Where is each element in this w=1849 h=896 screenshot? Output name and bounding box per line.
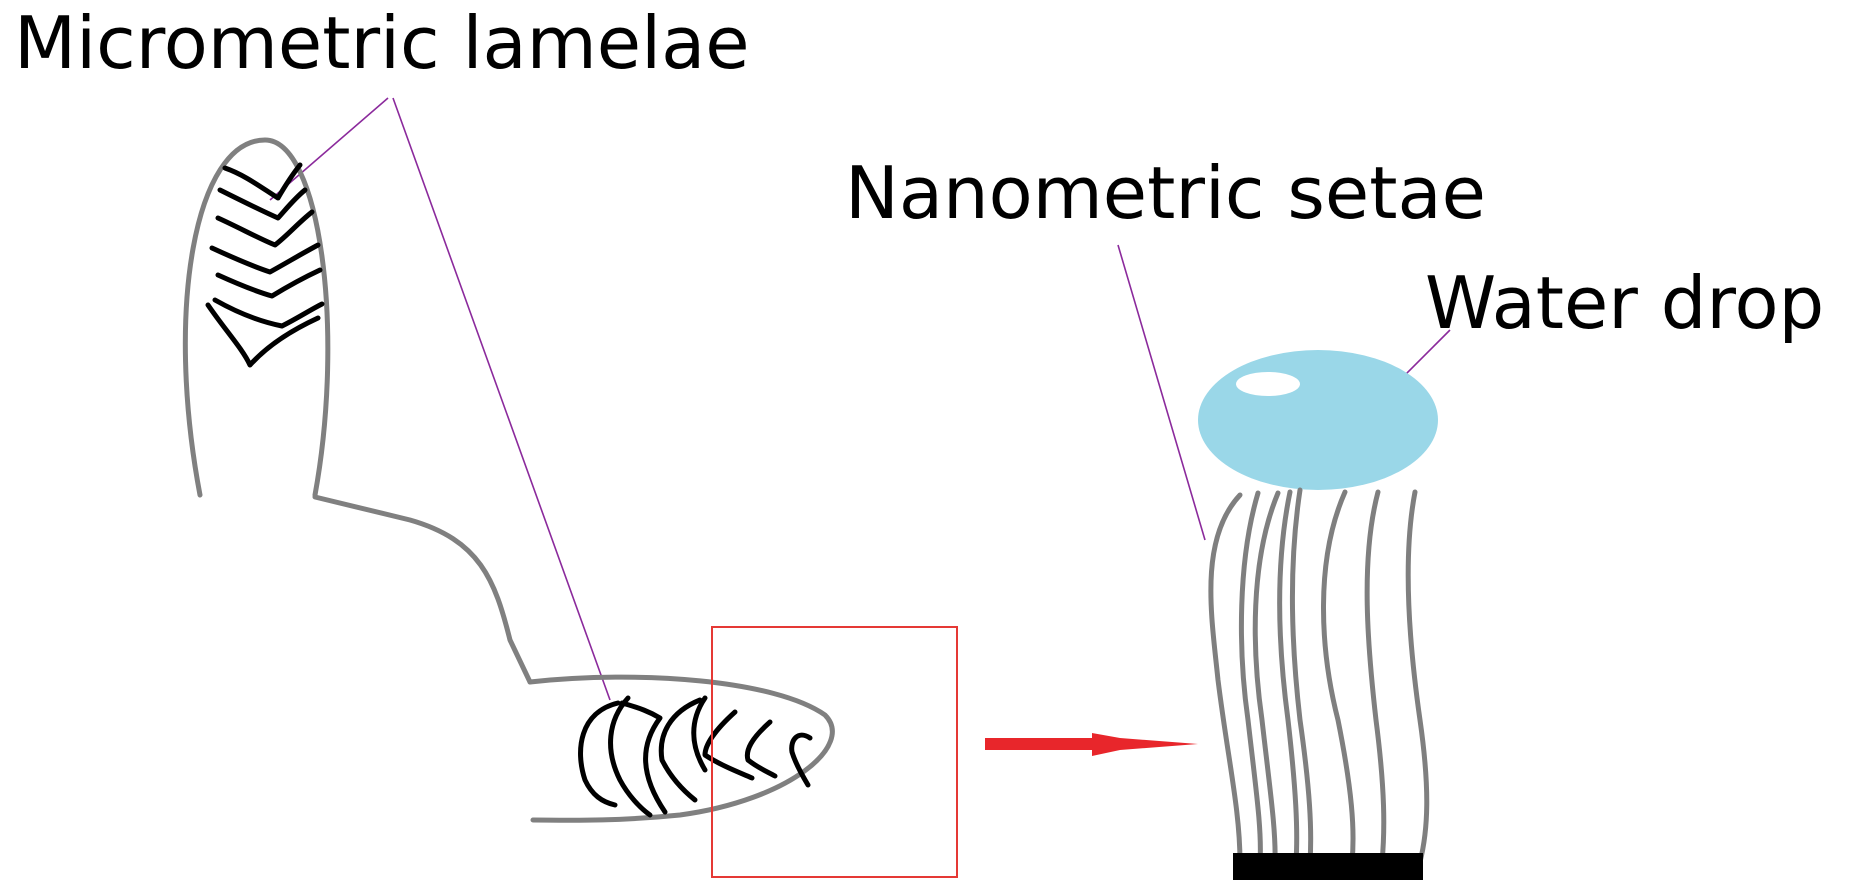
label-micrometric-lamelae: Micrometric lamelae xyxy=(14,1,750,85)
lower-lamella-5 xyxy=(691,695,708,773)
zoom-box xyxy=(711,626,958,878)
upper-lamella-4 xyxy=(209,242,321,275)
upper-lamella-1 xyxy=(222,162,303,201)
seta-4 xyxy=(1277,489,1300,865)
label-water-drop: Water drop xyxy=(1425,261,1824,345)
seta-7 xyxy=(1364,489,1387,865)
lower-lamella-2 xyxy=(608,695,653,818)
zoom-arrow xyxy=(985,733,1198,756)
substrate-bar xyxy=(1233,853,1423,880)
upper-toe-lamellae xyxy=(205,162,325,368)
water-drop xyxy=(1198,350,1438,490)
upper-lamella-7 xyxy=(205,302,321,368)
upper-lamella-5 xyxy=(215,267,323,299)
lower-lamella-1 xyxy=(578,700,621,808)
seta-1 xyxy=(1208,492,1243,865)
upper-toe-outline xyxy=(182,137,331,498)
upper-lamella-3 xyxy=(215,209,315,248)
arrow-head xyxy=(1092,733,1198,756)
lower-lamella-8 xyxy=(789,732,813,788)
seta-6 xyxy=(1321,489,1356,865)
gecko-foot-outline xyxy=(182,137,835,823)
arrow-shaft xyxy=(985,738,1095,750)
lower-lamella-6 xyxy=(702,709,755,781)
toe-connector-outline xyxy=(312,494,533,685)
water-drop-body xyxy=(1198,350,1438,490)
seta-8 xyxy=(1405,489,1430,865)
lower-toe-lamellae xyxy=(578,695,813,818)
lower-lamella-4 xyxy=(658,697,703,803)
upper-lamella-6 xyxy=(212,297,325,329)
lower-lamella-3 xyxy=(619,700,668,815)
seta-3 xyxy=(1252,490,1281,865)
water-drop-highlight xyxy=(1236,372,1300,396)
seta-2 xyxy=(1238,490,1263,865)
lower-lamella-7 xyxy=(744,719,778,779)
seta-5 xyxy=(1289,487,1314,865)
nanometric-setae xyxy=(1208,487,1430,865)
label-nanometric-setae: Nanometric setae xyxy=(845,151,1486,235)
upper-lamella-2 xyxy=(217,187,308,221)
leader-lamelae-lower-toe xyxy=(392,97,611,701)
lower-toe-outline xyxy=(527,674,835,823)
leader-nanometric-setae xyxy=(1117,244,1206,541)
